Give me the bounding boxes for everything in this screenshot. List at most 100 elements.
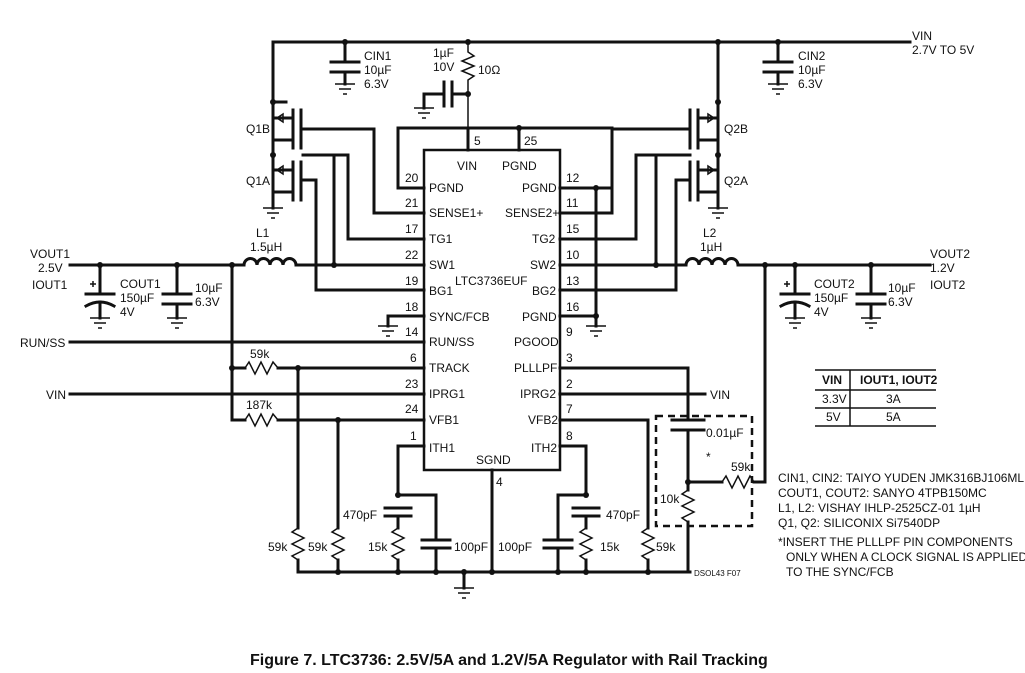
- vout1-value: 2.5V: [38, 261, 63, 275]
- vout1-label: VOUT1: [30, 247, 70, 261]
- r59k-c-resistor: [640, 527, 656, 561]
- vin-range-label: 2.7V TO 5V: [912, 43, 974, 57]
- cout2b-voltage: 6.3V: [888, 295, 913, 309]
- note-3: L1, L2: VISHAY IHLP-2525CZ-01 1µH: [778, 501, 981, 515]
- pin-name-runss: RUN/SS: [429, 335, 474, 349]
- current-table: VIN IOUT1, IOUT2 3.3V 3A 5V 5A: [815, 369, 938, 427]
- r10ohm-resistor: [414, 42, 476, 140]
- pin-name-sw1: SW1: [429, 258, 455, 272]
- c100p-2-label: 100pF: [498, 540, 532, 554]
- notes: CIN1, CIN2: TAIYO YUDEN JMK316BJ106ML CO…: [778, 471, 1025, 579]
- pin-name-iprg1: IPRG1: [429, 387, 465, 401]
- table-header-vin: VIN: [822, 373, 842, 387]
- cin2-name: CIN2: [798, 49, 826, 63]
- pin-name-pgnd-r1: PGND: [522, 181, 557, 195]
- ic-name: LTC3736EUF: [455, 274, 527, 288]
- r59k-d-resistor: [721, 474, 755, 490]
- note-1: CIN1, CIN2: TAIYO YUDEN JMK316BJ106ML: [778, 471, 1024, 485]
- r15k-2-label: 15k: [600, 540, 620, 554]
- l1-name: L1: [256, 226, 270, 240]
- pin-name-vin: VIN: [457, 159, 477, 173]
- r187k-resistor: [244, 412, 279, 428]
- pin-num-17: 17: [405, 222, 419, 236]
- r59k-b-resistor: [330, 527, 346, 561]
- pin-num-15: 15: [566, 222, 580, 236]
- cout2-voltage: 4V: [814, 305, 829, 319]
- r10k-label: 10k: [660, 492, 680, 506]
- pin-num-1: 1: [410, 429, 417, 443]
- pin-name-pgood: PGOOD: [514, 335, 559, 349]
- cout1-value: 150µF: [120, 291, 154, 305]
- pin-num-23: 23: [405, 377, 419, 391]
- cin1-name: CIN1: [364, 49, 392, 63]
- note-5: *INSERT THE PLLLPF PIN COMPONENTS: [778, 535, 1013, 549]
- table-row1-vin: 3.3V: [822, 392, 847, 406]
- r10k-resistor: [680, 489, 696, 523]
- r59k-b-label: 59k: [308, 540, 328, 554]
- vin-left-label: VIN: [46, 388, 66, 402]
- pin-num-5: 5: [474, 134, 481, 148]
- q1b-label: Q1B: [246, 122, 270, 136]
- vout2-value: 1.2V: [930, 261, 955, 275]
- r59k-c-label: 59k: [656, 540, 676, 554]
- table-row2-vin: 5V: [826, 410, 841, 424]
- pin-name-plllpf: PLLLPF: [514, 361, 557, 375]
- table-header-iout: IOUT1, IOUT2: [860, 373, 938, 387]
- cout1-capacitor: [83, 263, 117, 329]
- cvin-voltage: 10V: [433, 60, 454, 74]
- pin-name-bg2: BG2: [532, 284, 556, 298]
- figure-caption: Figure 7. LTC3736: 2.5V/5A and 1.2V/5A R…: [250, 652, 768, 669]
- r15k-2-resistor: [578, 527, 594, 561]
- pin-name-iprg2: IPRG2: [520, 387, 556, 401]
- pin-num-19: 19: [405, 274, 419, 288]
- cout1b-voltage: 6.3V: [195, 295, 220, 309]
- iout2-label: IOUT2: [930, 278, 966, 292]
- pin-num-6: 6: [410, 351, 417, 365]
- cout2-capacitor: [778, 263, 812, 329]
- pin-name-tg2: TG2: [532, 232, 556, 246]
- table-row1-iout: 3A: [886, 392, 901, 406]
- pin-num-16: 16: [566, 300, 580, 314]
- ic-right-pins: 12 PGND 11 SENSE2+ 15 TG2 10 SW2 13 BG2 …: [505, 171, 580, 455]
- r59k-a-resistor: [290, 527, 306, 561]
- r59k-track-resistor: [244, 360, 279, 376]
- cin1-capacitor: [329, 40, 361, 95]
- pin-num-2: 2: [566, 377, 573, 391]
- r59k-track-label: 59k: [250, 347, 270, 361]
- vout2-label: VOUT2: [930, 247, 970, 261]
- cin2-value: 10µF: [798, 63, 826, 77]
- cout1-name: COUT1: [120, 277, 161, 291]
- pin-name-ith2: ITH2: [531, 441, 557, 455]
- q1a-mosfet: [263, 153, 318, 292]
- pin-num-9: 9: [566, 325, 573, 339]
- pin-name-pgnd-l: PGND: [429, 181, 464, 195]
- cin2-voltage: 6.3V: [798, 77, 823, 91]
- cvin-value: 1µF: [433, 46, 454, 60]
- iout1-label: IOUT1: [32, 278, 68, 292]
- note-2: COUT1, COUT2: SANYO 4TPB150MC: [778, 486, 987, 500]
- drawing-id: DSOL43 F07: [694, 569, 741, 578]
- optional-components-box: [654, 414, 754, 528]
- cout2b-value: 10µF: [888, 281, 916, 295]
- cin2-capacitor: [762, 40, 794, 95]
- c001-label: 0.01µF: [706, 426, 744, 440]
- cout2-value: 150µF: [814, 291, 848, 305]
- pin-num-22: 22: [405, 248, 419, 262]
- pin-name-sw2: SW2: [530, 258, 556, 272]
- note-6: ONLY WHEN A CLOCK SIGNAL IS APPLIED: [786, 550, 1025, 564]
- l2-value: 1µH: [700, 240, 722, 254]
- note-4: Q1, Q2: SILICONIX Si7540DP: [778, 516, 940, 530]
- cout2b-capacitor: [855, 263, 887, 329]
- l1-inductor: [242, 257, 298, 267]
- cin1-value: 10µF: [364, 63, 392, 77]
- pin-num-25: 25: [524, 134, 538, 148]
- pin-num-21: 21: [405, 196, 419, 210]
- q2b-label: Q2B: [724, 122, 748, 136]
- c470p-1-label: 470pF: [343, 508, 377, 522]
- pin-name-ith1: ITH1: [429, 441, 455, 455]
- pin-name-vfb2: VFB2: [528, 413, 558, 427]
- asterisk-label: *: [706, 450, 711, 464]
- r15k-1-label: 15k: [368, 540, 388, 554]
- cin1-voltage: 6.3V: [364, 77, 389, 91]
